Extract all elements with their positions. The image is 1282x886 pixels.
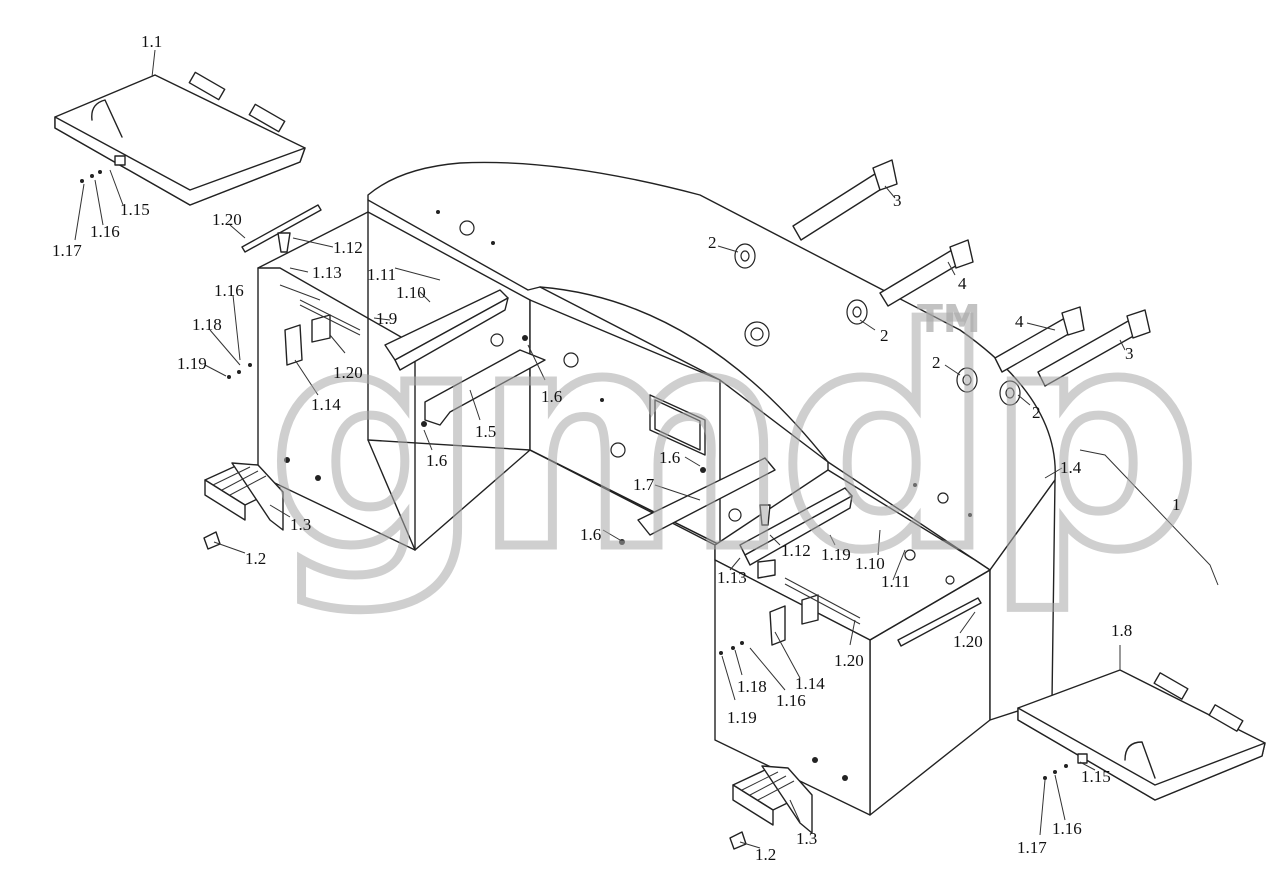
label-1-19: 1.19 xyxy=(727,708,757,727)
label-1-16: 1.16 xyxy=(90,222,120,241)
label-1-20: 1.20 xyxy=(953,632,983,651)
label-1-2: 1.2 xyxy=(755,845,776,864)
label-1-1: 1.1 xyxy=(141,32,162,51)
label-1-9: 1.9 xyxy=(376,309,397,328)
label-1-6: 1.6 xyxy=(659,448,680,467)
label-2: 2 xyxy=(708,233,717,252)
label-2: 2 xyxy=(932,353,941,372)
label-1-18: 1.18 xyxy=(737,677,767,696)
cover-1-8 xyxy=(1017,669,1266,801)
label-1-19: 1.19 xyxy=(821,545,851,564)
label-2: 2 xyxy=(1032,403,1041,422)
label-1-16: 1.16 xyxy=(214,281,244,300)
label-3: 3 xyxy=(1125,344,1134,363)
label-1-20: 1.20 xyxy=(212,210,242,229)
callout-labels: 1.1 1.15 1.16 1.17 1.20 1.12 1.13 1.11 1… xyxy=(52,32,1181,864)
label-1-14: 1.14 xyxy=(311,395,341,414)
watermark-logo: gmdp xyxy=(268,267,1193,616)
label-1-8: 1.8 xyxy=(1111,621,1132,640)
label-1-20: 1.20 xyxy=(333,363,363,382)
label-1-4: 1.4 xyxy=(1060,458,1082,477)
fastener-dots xyxy=(80,170,1068,780)
label-1-13: 1.13 xyxy=(717,568,747,587)
bolts-and-washers xyxy=(203,159,1151,850)
watermark-trademark: TM xyxy=(917,297,981,341)
leader-lines xyxy=(74,49,1219,849)
label-1-10: 1.10 xyxy=(396,283,426,302)
label-1-6: 1.6 xyxy=(541,387,562,406)
label-1-3: 1.3 xyxy=(290,515,311,534)
label-1-17: 1.17 xyxy=(1017,838,1047,857)
label-1-18: 1.18 xyxy=(192,315,222,334)
watermark: gmdp TM xyxy=(264,263,1206,621)
label-1-19: 1.19 xyxy=(177,354,207,373)
label-1-7: 1.7 xyxy=(633,475,655,494)
label-3: 3 xyxy=(893,191,902,210)
label-1-6: 1.6 xyxy=(580,525,601,544)
label-1-20: 1.20 xyxy=(834,651,864,670)
label-1-15: 1.15 xyxy=(120,200,150,219)
label-4: 4 xyxy=(1015,312,1024,331)
label-1: 1 xyxy=(1172,495,1181,514)
label-4: 4 xyxy=(958,274,967,293)
label-1-17: 1.17 xyxy=(52,241,82,260)
step-right xyxy=(732,765,813,834)
right-latch-assembly xyxy=(637,457,982,647)
label-1-11: 1.11 xyxy=(367,265,396,284)
label-1-12: 1.12 xyxy=(781,541,811,560)
cover-1-1 xyxy=(54,71,306,206)
label-1-13: 1.13 xyxy=(312,263,342,282)
label-1-11: 1.11 xyxy=(881,572,910,591)
label-1-6: 1.6 xyxy=(426,451,447,470)
label-2: 2 xyxy=(880,326,889,345)
label-1-14: 1.14 xyxy=(795,674,825,693)
label-1-15: 1.15 xyxy=(1081,767,1111,786)
label-1-5: 1.5 xyxy=(475,422,496,441)
label-1-16: 1.16 xyxy=(776,691,806,710)
left-latch-assembly xyxy=(241,204,546,426)
label-1-2: 1.2 xyxy=(245,549,266,568)
label-1-12: 1.12 xyxy=(333,238,363,257)
label-1-16: 1.16 xyxy=(1052,819,1082,838)
label-1-3: 1.3 xyxy=(796,829,817,848)
label-1-10: 1.10 xyxy=(855,554,885,573)
step-left xyxy=(204,462,284,531)
